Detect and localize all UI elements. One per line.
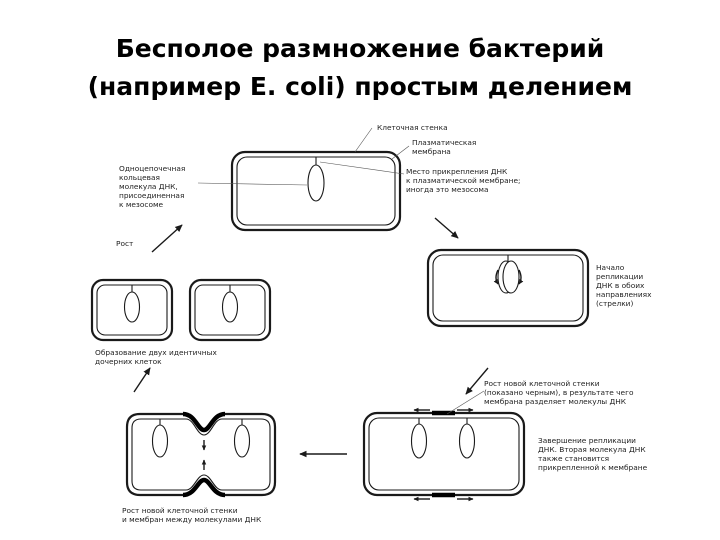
dna-molecule <box>307 164 325 202</box>
new-wall-bottom <box>182 477 226 498</box>
cell-stage-3 <box>362 407 526 502</box>
daughter-cell-right <box>188 278 272 342</box>
title-line-1: Бесполое размножение бактерий <box>115 34 605 63</box>
daughter-cell-left <box>90 278 174 342</box>
label-single-dna: Одноцепочечная кольцевая молекула ДНК, п… <box>119 164 188 209</box>
label-attachment-site: Место прикрепления ДНК к плазматической … <box>406 167 523 194</box>
replication-arrow-left <box>493 269 499 285</box>
label-two-daughters: Образование двух идентичных дочерних кле… <box>95 348 219 366</box>
dna-copy <box>502 260 520 294</box>
label-new-wall-growth: Рост новой клеточной стенки (показано че… <box>484 379 636 406</box>
flow-arrow-5 <box>151 224 183 253</box>
new-wall-top <box>182 411 226 433</box>
flow-arrow-1 <box>434 217 459 239</box>
label-replication-start: Начало репликации ДНК в обоих направлени… <box>596 263 654 308</box>
cell-stage-4 <box>125 411 277 498</box>
slide-title: Бесполое размножение бактерий (например … <box>0 30 720 106</box>
label-growth: Рост <box>116 239 134 248</box>
replication-arrow-right <box>518 269 524 285</box>
flow-arrow-2 <box>465 367 489 395</box>
label-replication-end: Завершение репликации ДНК. Вторая молеку… <box>538 436 648 472</box>
label-wall-membrane-between: Рост новой клеточной стенки и мембран ме… <box>122 506 262 524</box>
title-line-2: (например E. coli) простым делением <box>87 72 633 101</box>
label-cell-wall: Клеточная стенка <box>377 123 448 132</box>
cell-stage-1 <box>230 150 402 232</box>
cell-stage-2 <box>426 248 590 328</box>
label-plasma-membrane: Плазматическая мембрана <box>412 138 479 156</box>
flow-arrow-4 <box>133 367 151 393</box>
